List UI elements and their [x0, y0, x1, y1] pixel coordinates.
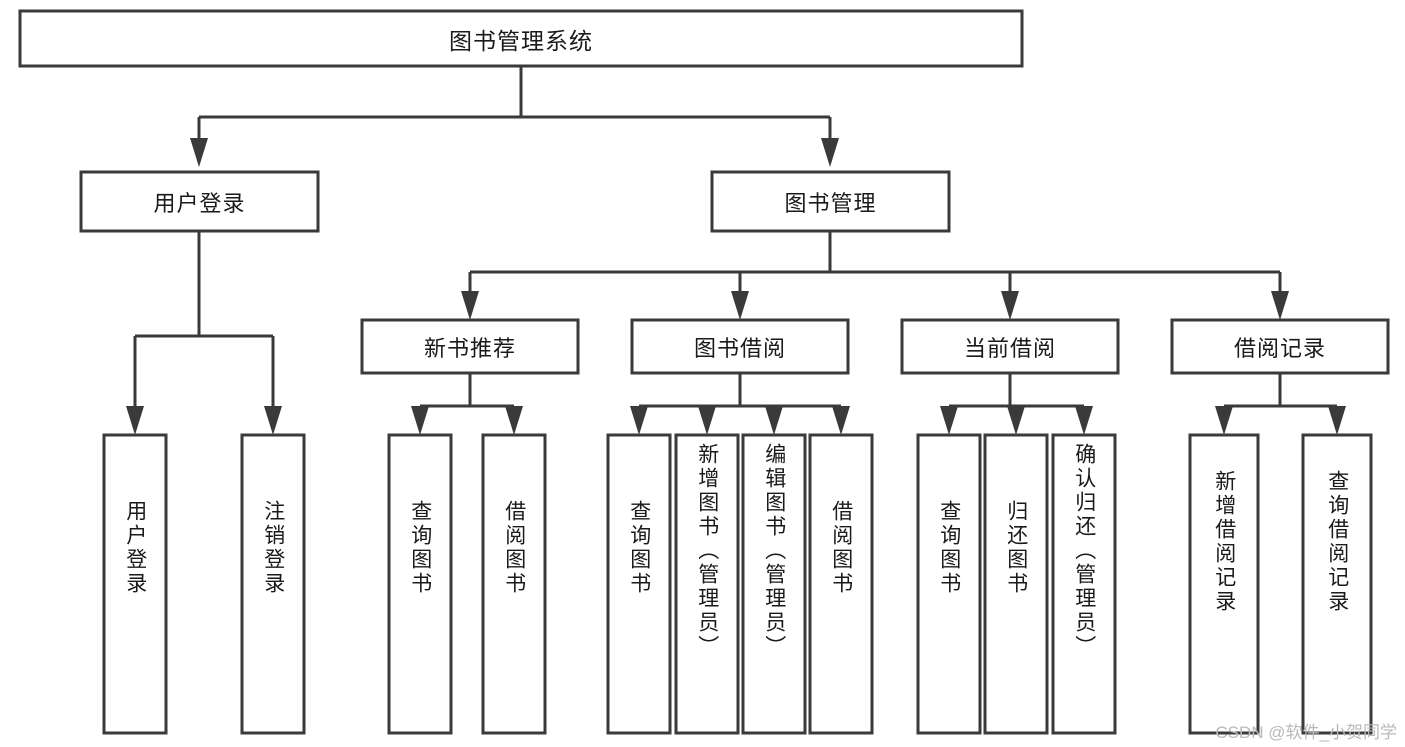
- arrow-head-icon: [1075, 406, 1093, 435]
- arrow-head-icon: [832, 406, 850, 435]
- arrow-head-icon: [1001, 291, 1019, 320]
- arrow-head-icon: [264, 406, 282, 435]
- arrow-head-icon: [1271, 291, 1289, 320]
- node-new-book-recommend[interactable]: [360, 318, 580, 375]
- node-leaf-return-book[interactable]: [983, 433, 1049, 735]
- arrow-head-icon: [731, 291, 749, 320]
- node-leaf-user-login[interactable]: [102, 433, 168, 735]
- node-current-borrow[interactable]: [900, 318, 1120, 375]
- node-leaf-query-record[interactable]: [1301, 433, 1373, 735]
- node-leaf-query-book-3[interactable]: [916, 433, 982, 735]
- node-leaf-borrow-book-1[interactable]: [481, 433, 547, 735]
- node-book-management[interactable]: [710, 170, 951, 233]
- node-leaf-query-book-2[interactable]: [606, 433, 672, 735]
- node-user-login[interactable]: [79, 170, 320, 233]
- arrow-head-icon: [126, 406, 144, 435]
- arrow-head-icon: [1328, 406, 1346, 435]
- arrow-head-icon: [1215, 406, 1233, 435]
- node-root-system[interactable]: [18, 9, 1024, 68]
- arrow-head-icon: [190, 138, 208, 167]
- arrow-head-icon: [505, 406, 523, 435]
- node-borrow-records[interactable]: [1170, 318, 1390, 375]
- node-leaf-logout[interactable]: [240, 433, 306, 735]
- arrow-head-icon: [461, 291, 479, 320]
- arrow-head-icon: [765, 406, 783, 435]
- arrow-head-icon: [1007, 406, 1025, 435]
- node-leaf-edit-book[interactable]: [741, 433, 807, 735]
- arrow-head-icon: [411, 406, 429, 435]
- node-leaf-query-book-1[interactable]: [387, 433, 453, 735]
- arrow-head-icon: [940, 406, 958, 435]
- node-leaf-borrow-book-2[interactable]: [808, 433, 874, 735]
- node-leaf-add-record[interactable]: [1188, 433, 1260, 735]
- node-leaf-confirm-return[interactable]: [1051, 433, 1117, 735]
- arrow-head-icon: [698, 406, 716, 435]
- arrow-head-icon: [821, 138, 839, 167]
- node-leaf-add-book[interactable]: [674, 433, 740, 735]
- node-book-borrow[interactable]: [630, 318, 850, 375]
- arrow-head-icon: [630, 406, 648, 435]
